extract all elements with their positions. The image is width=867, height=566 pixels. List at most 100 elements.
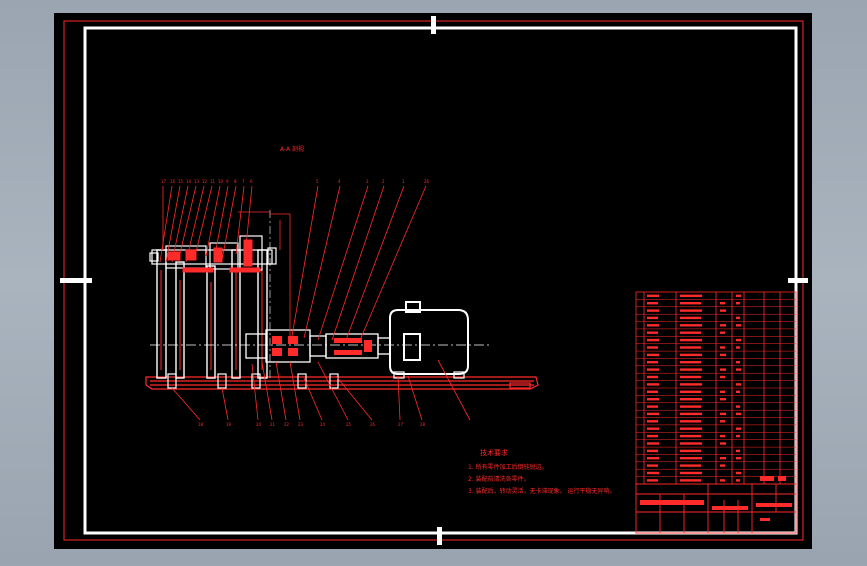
- svg-text:25: 25: [346, 422, 352, 427]
- parts-cell-mark: [680, 434, 701, 438]
- svg-text:14: 14: [186, 179, 192, 184]
- svg-text:4: 4: [338, 179, 341, 184]
- parts-cell-mark: [647, 375, 658, 379]
- parts-cell-mark: [647, 479, 658, 482]
- parts-list-rows: [636, 299, 796, 477]
- svg-text:28: 28: [420, 422, 426, 427]
- parts-cell-mark: [736, 324, 741, 327]
- parts-cell-mark: [680, 390, 701, 393]
- svg-text:3: 3: [366, 179, 369, 184]
- parts-cell-mark: [736, 405, 740, 408]
- parts-cell-mark: [680, 457, 702, 460]
- parts-cell-mark: [680, 420, 701, 423]
- parts-cell-mark: [680, 302, 701, 305]
- parts-cell-mark: [720, 346, 725, 349]
- parts-cell-mark: [720, 368, 726, 371]
- svg-text:26: 26: [424, 179, 430, 184]
- parts-cell-mark: [736, 368, 741, 371]
- parts-cell-mark: [736, 434, 740, 438]
- parts-cell-mark: [680, 361, 701, 364]
- parts-cell-mark: [736, 390, 740, 393]
- parts-cell-mark: [736, 471, 741, 475]
- tech-requirements: 技术要求 1. 所有零件加工后倒钝锐边。 2. 装配前清洗各零件。 3. 装配后…: [468, 448, 616, 495]
- motor-feet: [393, 371, 465, 379]
- svg-text:5: 5: [316, 179, 319, 184]
- parts-cell-mark: [680, 324, 702, 327]
- parts-cell-mark: [736, 346, 740, 349]
- parts-cell-mark: [647, 383, 659, 386]
- parts-cell-mark: [647, 309, 659, 312]
- svg-text:16: 16: [170, 179, 176, 184]
- parts-cell-mark: [736, 302, 740, 305]
- parts-cell-mark: [680, 442, 702, 445]
- svg-text:20: 20: [256, 422, 262, 427]
- parts-list-cells: [647, 294, 741, 482]
- parts-cell-mark: [680, 331, 701, 334]
- svg-text:7: 7: [242, 179, 245, 184]
- svg-text:10: 10: [218, 179, 224, 184]
- parts-cell-mark: [680, 368, 702, 371]
- leader-lines-bottom: [171, 359, 471, 421]
- parts-cell-mark: [720, 479, 725, 482]
- drawing-sheet: [54, 13, 812, 549]
- parts-cell-mark: [680, 338, 702, 342]
- parts-cell-mark: [720, 398, 726, 401]
- parts-cell-mark: [736, 338, 741, 342]
- tech-requirement-2: 2. 装配前清洗各零件。: [468, 475, 530, 483]
- parts-cell-mark: [736, 449, 740, 453]
- parts-cell-mark: [680, 464, 701, 467]
- base-plate: [145, 376, 539, 390]
- parts-cell-mark: [736, 427, 741, 430]
- parts-cell-mark: [680, 294, 702, 297]
- parts-cell-mark: [680, 471, 702, 475]
- svg-text:24: 24: [320, 422, 326, 427]
- parts-cell-mark: [647, 338, 659, 342]
- svg-text:11: 11: [210, 179, 216, 184]
- view-title: A-A 剖视: [280, 145, 304, 153]
- svg-text:17: 17: [161, 179, 167, 184]
- tech-requirement-3: 3. 装配后，转动灵活，无卡滞现象。 运行平稳无异响。: [468, 487, 616, 495]
- svg-text:8: 8: [234, 179, 237, 184]
- parts-cell-mark: [647, 442, 659, 445]
- svg-text:19: 19: [226, 422, 232, 427]
- parts-cell-mark: [680, 398, 702, 401]
- parts-cell-mark: [680, 427, 702, 430]
- parts-cell-mark: [680, 449, 701, 453]
- parts-cell-mark: [647, 434, 658, 438]
- top-shaft-detail: [167, 239, 261, 273]
- parts-cell-mark: [720, 390, 725, 393]
- parts-cell-mark: [736, 316, 740, 320]
- parts-cell-mark: [736, 294, 741, 297]
- svg-text:15: 15: [178, 179, 184, 184]
- parts-cell-mark: [680, 383, 702, 386]
- parts-cell-mark: [736, 479, 740, 482]
- parts-cell-mark: [647, 316, 658, 320]
- svg-text:22: 22: [284, 422, 290, 427]
- parts-cell-mark: [680, 375, 701, 379]
- parts-cell-mark: [647, 368, 659, 371]
- parts-cell-mark: [680, 316, 701, 320]
- parts-cell-mark: [680, 346, 701, 349]
- parts-cell-mark: [736, 457, 741, 460]
- parts-cell-mark: [647, 449, 658, 453]
- parts-cell-mark: [680, 479, 701, 482]
- parts-cell-mark: [647, 353, 659, 357]
- title-block-marks: [640, 476, 792, 521]
- column-hatching: [160, 270, 263, 370]
- dimension-marks: [238, 211, 291, 336]
- svg-text:6: 6: [250, 179, 253, 184]
- parts-cell-mark: [736, 383, 741, 386]
- parts-cell-mark: [647, 346, 658, 349]
- parts-cell-mark: [680, 309, 702, 312]
- parts-cell-mark: [720, 302, 725, 305]
- parts-cell-mark: [647, 412, 659, 416]
- parts-cell-mark: [720, 309, 726, 312]
- parts-cell-mark: [736, 361, 740, 364]
- parts-cell-mark: [720, 375, 725, 379]
- svg-text:13: 13: [194, 179, 200, 184]
- parts-cell-mark: [647, 361, 658, 364]
